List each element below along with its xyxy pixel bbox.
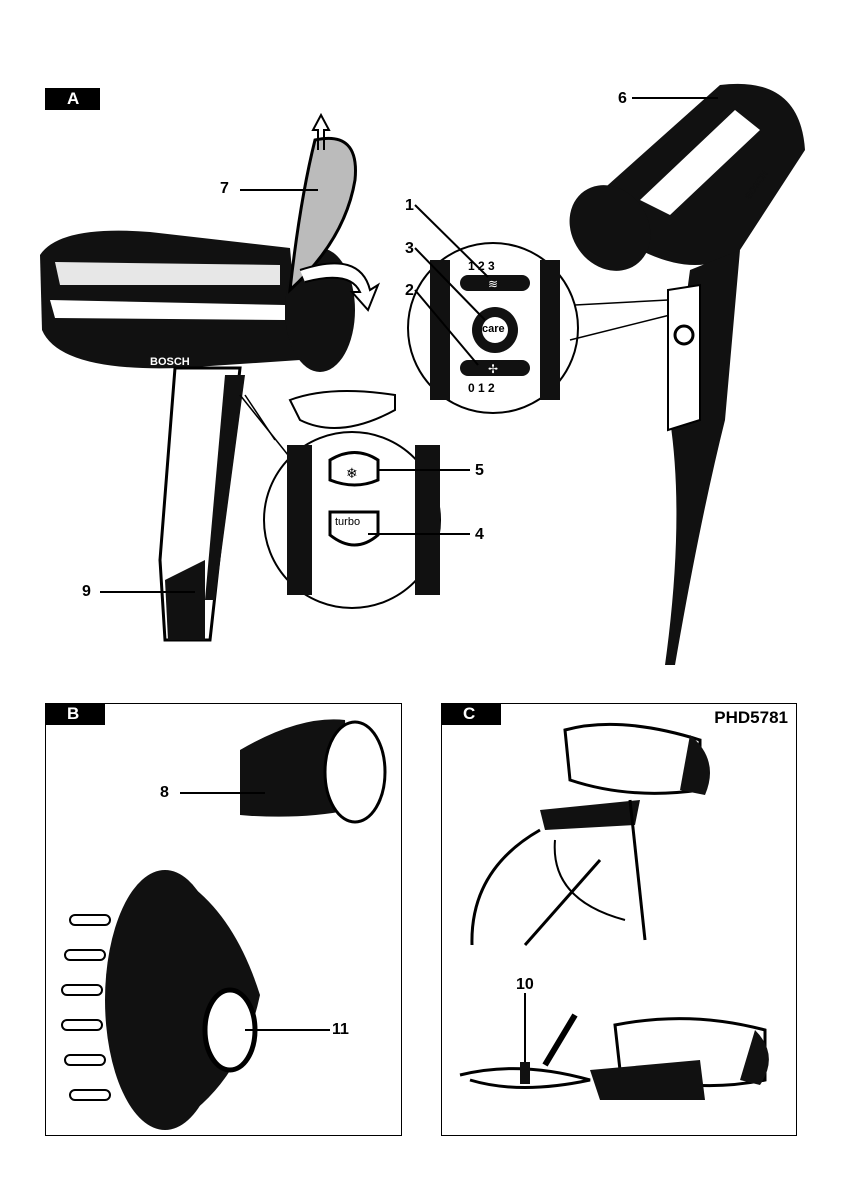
callout-8: 8 bbox=[160, 784, 169, 801]
panel-c: C PHD5781 bbox=[441, 703, 797, 1136]
turbo-button[interactable] bbox=[328, 510, 380, 547]
callout-7: 7 bbox=[220, 180, 229, 197]
callout-3: 3 bbox=[405, 240, 414, 257]
callout-6: 6 bbox=[618, 90, 627, 107]
callout-1: 1 bbox=[405, 197, 414, 214]
callout-2: 2 bbox=[405, 282, 414, 299]
heat-icon: ≋ bbox=[488, 277, 498, 291]
up-arrow-icon bbox=[311, 112, 331, 150]
panel-b: B bbox=[45, 703, 402, 1136]
section-b-tag: B bbox=[45, 703, 105, 725]
callout-9: 9 bbox=[82, 583, 91, 600]
snowflake-icon: ❄ bbox=[346, 465, 358, 481]
cord-tie bbox=[520, 1062, 530, 1084]
concentrator-attached bbox=[288, 390, 396, 429]
section-a-tag: A bbox=[45, 88, 100, 110]
turbo-button-label: turbo bbox=[335, 516, 361, 528]
concentrator-nozzle bbox=[180, 719, 387, 824]
care-button-label: care bbox=[482, 323, 505, 335]
cool-shot-button[interactable] bbox=[328, 451, 380, 487]
folded-dryer-with-cord-tie bbox=[459, 993, 769, 1100]
callout-4: 4 bbox=[475, 526, 484, 543]
diffuser bbox=[61, 870, 330, 1130]
callout-5: 5 bbox=[475, 462, 484, 479]
callout-11: 11 bbox=[332, 1021, 349, 1038]
model-number: PHD5781 bbox=[714, 708, 788, 727]
care-button[interactable] bbox=[482, 317, 508, 343]
zoom-circle-controls: ≋ ✢ bbox=[407, 204, 671, 414]
fan-icon: ✢ bbox=[488, 362, 498, 376]
zoom-circle-cool-turbo: ❄ bbox=[239, 394, 470, 609]
section-c-tag: C bbox=[441, 703, 501, 725]
hair-dryer-right bbox=[569, 83, 805, 665]
fan-scale-label: 0 1 2 bbox=[468, 381, 495, 395]
hair-dryer-left: BOSCH bbox=[40, 230, 355, 642]
filter-grid bbox=[288, 136, 357, 294]
rotate-arrow-icon bbox=[299, 262, 381, 312]
brand-logo: BOSCH bbox=[150, 356, 190, 368]
heat-switch[interactable] bbox=[460, 275, 530, 291]
heat-scale-label: 1 2 3 bbox=[468, 259, 495, 273]
callout-10: 10 bbox=[516, 976, 534, 993]
folding-dryer bbox=[470, 722, 710, 946]
